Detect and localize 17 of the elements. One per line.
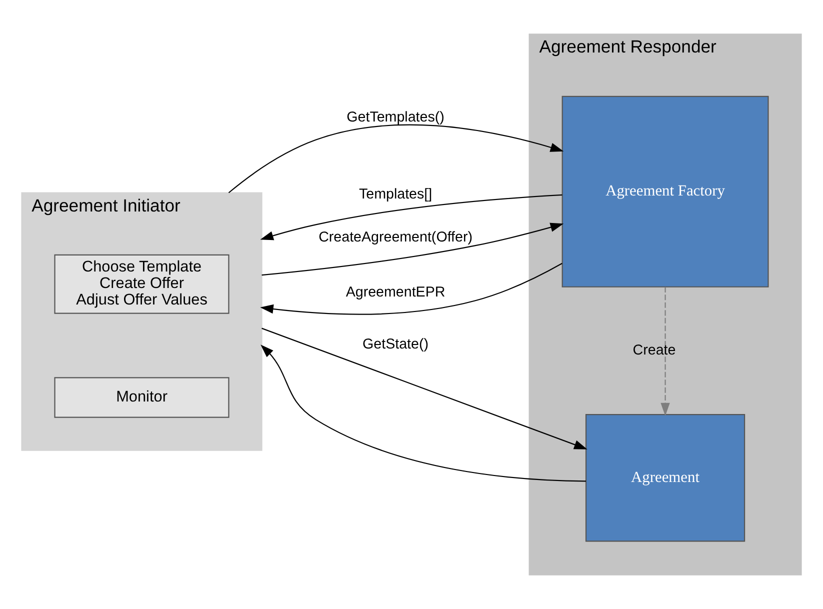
- node-box: Agreement Factory: [562, 96, 769, 288]
- node-box: Agreement: [585, 414, 746, 542]
- arrow: [260, 344, 586, 482]
- arrow: [660, 287, 670, 416]
- edge-label: CreateAgreement(Offer): [318, 230, 472, 246]
- edge-label: Create: [632, 342, 676, 358]
- edge-label: Templates[]: [358, 186, 432, 203]
- node-box: Monitor: [54, 377, 230, 418]
- edge-label: GetState(): [362, 336, 429, 352]
- arrow: [260, 194, 562, 240]
- arrow: [262, 328, 588, 450]
- arrow: [260, 262, 562, 315]
- edge-label: GetTemplates(): [346, 110, 444, 126]
- node-box: Choose Template Create Offer Adjust Offer Values: [54, 254, 230, 314]
- arrow: [228, 124, 564, 194]
- arrow: [262, 222, 564, 276]
- edge-label: AgreementEPR: [346, 284, 446, 301]
